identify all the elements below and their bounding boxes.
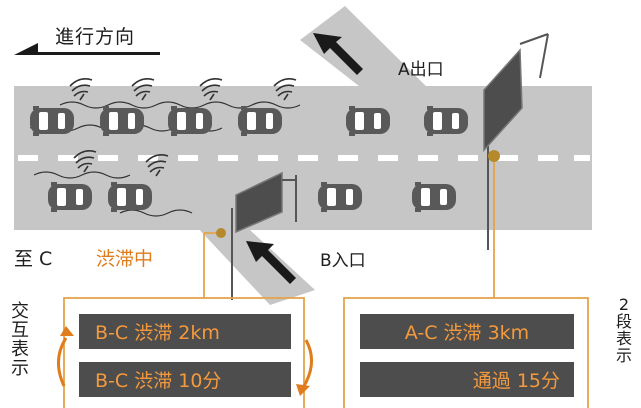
sign-right-line1: A-C 渋滞 3km — [360, 314, 574, 349]
direction-arrow-icon — [14, 43, 160, 55]
sign-board-a — [483, 33, 549, 250]
entry-arrow-icon — [246, 241, 296, 284]
exit-a-label: A出口 — [398, 60, 444, 80]
alternate-arrow-icon — [296, 384, 310, 396]
alternating-display-label: 交 互 表 示 — [11, 302, 29, 378]
sign-board-b — [231, 171, 297, 300]
direction-label: 進行方向 — [55, 26, 136, 48]
car-icon — [412, 182, 456, 212]
car-icon — [346, 106, 390, 136]
congestion-label: 渋滞中 — [96, 248, 154, 270]
car-icon — [318, 182, 362, 212]
alternate-arrow-icon — [60, 326, 74, 336]
sign-right-line2: 通過 15分 — [360, 362, 574, 397]
destination-label: 至 C — [14, 248, 53, 270]
car-icon — [238, 106, 282, 136]
vertical-char: 交 — [11, 301, 29, 322]
car-icon — [424, 106, 468, 136]
car-icon — [100, 106, 144, 136]
lane-divider — [18, 155, 590, 161]
vertical-char: 示 — [11, 358, 29, 379]
horn-icon — [69, 78, 297, 177]
car-icon — [48, 182, 92, 212]
two-stage-display-label: 2 段 表 示 — [616, 296, 632, 364]
vertical-char: 示 — [616, 346, 633, 365]
exit-arrow-icon — [313, 33, 363, 75]
vertical-char: 互 — [11, 320, 29, 341]
vertical-char: 2 — [618, 295, 630, 314]
vertical-char: 表 — [616, 329, 633, 348]
car-icon — [168, 106, 212, 136]
car-icon — [30, 106, 74, 136]
callout-dot — [216, 228, 226, 238]
sign-left-line2: B-C 渋滞 10分 — [79, 362, 291, 397]
vertical-char: 表 — [11, 339, 29, 360]
callout-line — [63, 156, 589, 408]
alternate-arrow-icon — [57, 337, 313, 387]
vertical-char: 段 — [616, 312, 633, 331]
sign-left-line1: B-C 渋滞 2km — [79, 314, 291, 349]
entry-b-label: B入口 — [320, 251, 366, 271]
entry-ramp-b — [195, 225, 315, 305]
callout-dot — [488, 150, 500, 162]
car-icon — [108, 182, 152, 212]
